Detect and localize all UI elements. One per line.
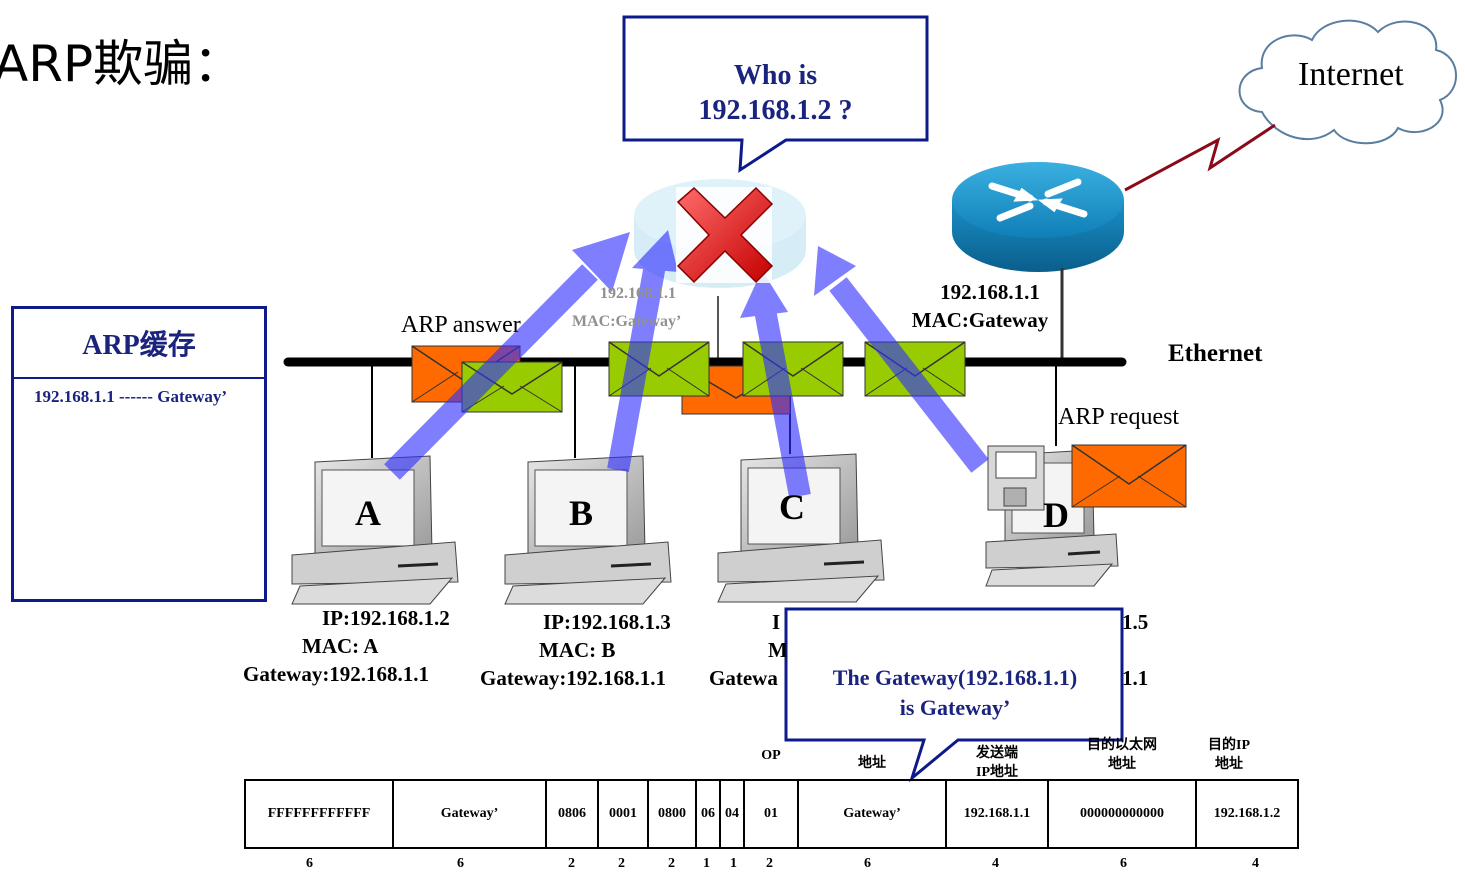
header-op: OP [761, 748, 781, 763]
host-a-mac: MAC: A [302, 634, 379, 658]
spoofed-ip-label: 192.168.1.1 [600, 285, 676, 302]
bottom-callout [784, 607, 1124, 783]
size-proto-type: 2 [668, 856, 675, 871]
field-proto-size: 04 [725, 806, 739, 821]
field-op: 01 [764, 806, 778, 821]
field-sender-ip: 192.168.1.1 [963, 806, 1031, 821]
size-target-ip: 4 [1252, 856, 1259, 871]
internet-label: Internet [1298, 56, 1404, 93]
host-b-mac: MAC: B [539, 638, 616, 662]
internet-cloud-icon [1238, 19, 1457, 145]
arp-cache-entry: 192.168.1.1 ------ Gateway’ [34, 387, 228, 406]
field-target-ip: 192.168.1.2 [1213, 806, 1281, 821]
host-a-letter: A [355, 493, 381, 533]
host-a-ip: IP:192.168.1.2 [322, 606, 450, 630]
top-callout [622, 15, 929, 173]
bottom-callout-line2: is Gateway’ [899, 695, 1011, 720]
header-sender-ip-line1: 发送端 [976, 746, 1018, 761]
header-sender-ip: 发送端 IP地址 [946, 744, 1048, 782]
size-sender-mac: 6 [864, 856, 871, 871]
host-b-gateway: Gateway:192.168.1.1 [480, 666, 667, 690]
host-d-letter: D [1043, 495, 1069, 535]
header-target-mac-line1: 目的以太网 [1087, 738, 1157, 753]
header-sender-ip-line2: IP地址 [976, 765, 1018, 780]
size-target-mac: 6 [1120, 856, 1127, 871]
field-src-mac: Gateway’ [440, 806, 499, 821]
field-hw-size: 06 [701, 806, 715, 821]
host-c-gateway: Gatewa [709, 666, 778, 690]
router-icon [952, 162, 1124, 272]
field-dest-mac: FFFFFFFFFFFF [267, 806, 371, 821]
blocked-x-icon [676, 186, 774, 284]
host-c-mac: M [768, 638, 788, 662]
router-ip-label: 192.168.1.1 [940, 280, 1040, 304]
top-callout-line1: Who is [733, 60, 818, 91]
field-hw-type: 0001 [609, 806, 637, 821]
header-target-ip: 目的IP 地址 [1176, 736, 1282, 774]
bottom-callout-text: The Gateway(192.168.1.1) is Gateway’ [788, 663, 1122, 723]
envelope-green-icon [742, 341, 844, 397]
wan-link-icon [1124, 123, 1276, 192]
host-c-letter: C [779, 487, 805, 527]
field-target-mac: 000000000000 [1080, 806, 1164, 821]
size-hw-type: 2 [618, 856, 625, 871]
header-target-mac-line2: 地址 [1108, 757, 1136, 772]
packet-table-frame [244, 779, 1299, 849]
ethernet-label: Ethernet [1168, 340, 1263, 367]
host-c-ip: I [772, 610, 781, 634]
header-target-ip-line1: 目的IP [1208, 738, 1250, 753]
size-dest-mac: 6 [306, 856, 313, 871]
top-callout-text: Who is 192.168.1.2 ? [624, 58, 927, 128]
host-b-letter: B [568, 493, 593, 533]
arp-answer-label: ARP answer [401, 312, 521, 338]
size-sender-ip: 4 [992, 856, 999, 871]
host-d-gateway: 1.1 [1122, 666, 1149, 690]
field-sender-mac: Gateway’ [843, 806, 901, 821]
header-sender-mac-line2: 地址 [858, 756, 886, 771]
arp-request-label: ARP request [1058, 404, 1180, 430]
header-target-ip-line2: 地址 [1215, 757, 1243, 772]
host-d-ip: 1.5 [1122, 610, 1149, 634]
header-sender-mac: 地址 [798, 754, 946, 773]
size-op: 2 [766, 856, 773, 871]
field-proto-type: 0800 [658, 806, 686, 821]
field-frame-type: 0806 [558, 806, 586, 821]
pc-a-icon [291, 455, 459, 605]
spoofed-mac-label: MAC:Gateway’ [572, 313, 682, 330]
pc-b-icon [504, 455, 672, 605]
pc-c-icon [717, 453, 885, 603]
router-mac-label: MAC:Gateway [911, 308, 1049, 332]
size-hw-size: 1 [703, 856, 710, 871]
host-b-ip: IP:192.168.1.3 [543, 610, 671, 634]
slide-title: ARP欺骗： [0, 35, 244, 93]
arp-cache-divider [14, 377, 264, 379]
size-src-mac: 6 [457, 856, 464, 871]
arp-cache-panel: ARP缓存 192.168.1.1 ------ Gateway’ [11, 306, 267, 602]
arp-cache-title: ARP缓存 [82, 330, 196, 361]
size-frame-type: 2 [568, 856, 575, 871]
size-proto-size: 1 [730, 856, 737, 871]
header-target-mac: 目的以太网 地址 [1048, 736, 1196, 774]
host-a-gateway: Gateway:192.168.1.1 [243, 662, 430, 686]
arp-flow-arrows [384, 230, 989, 499]
top-callout-line2: 192.168.1.2 ? [698, 95, 853, 126]
bottom-callout-line1: The Gateway(192.168.1.1) [832, 665, 1078, 690]
envelope-orange-icon [1071, 444, 1187, 508]
